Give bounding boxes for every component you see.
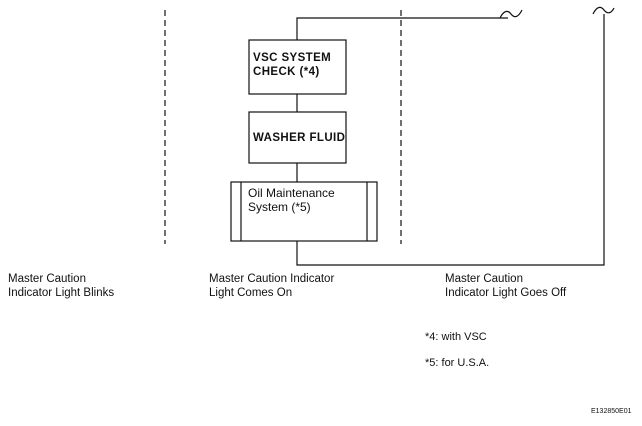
figure-code: E132850E01 <box>591 408 632 415</box>
washer-fluid-label: WASHER FLUID <box>253 132 346 144</box>
footnote-5: *5: for U.S.A. <box>425 357 490 369</box>
break-mark-top-middle <box>499 9 523 19</box>
right-connector-line <box>296 14 605 266</box>
oil-maintenance-label: Oil Maintenance System (*5) <box>248 186 335 214</box>
break-mark-top-right <box>592 6 615 15</box>
vsc-system-check-box <box>248 39 347 95</box>
column-label-light-goes-off: Master Caution Indicator Light Goes Off <box>445 273 567 299</box>
column-label-light-comes-on: Master Caution Indicator Light Comes On <box>209 273 335 299</box>
vsc-system-check-label: VSC SYSTEM CHECK (*4) <box>253 52 332 78</box>
washer-fluid-box <box>248 111 347 164</box>
column-label-light-blinks: Master Caution Indicator Light Blinks <box>8 273 115 299</box>
top-connector-line <box>296 17 508 40</box>
footnote-4: *4: with VSC <box>425 331 487 343</box>
oil-maintenance-box <box>230 181 378 242</box>
